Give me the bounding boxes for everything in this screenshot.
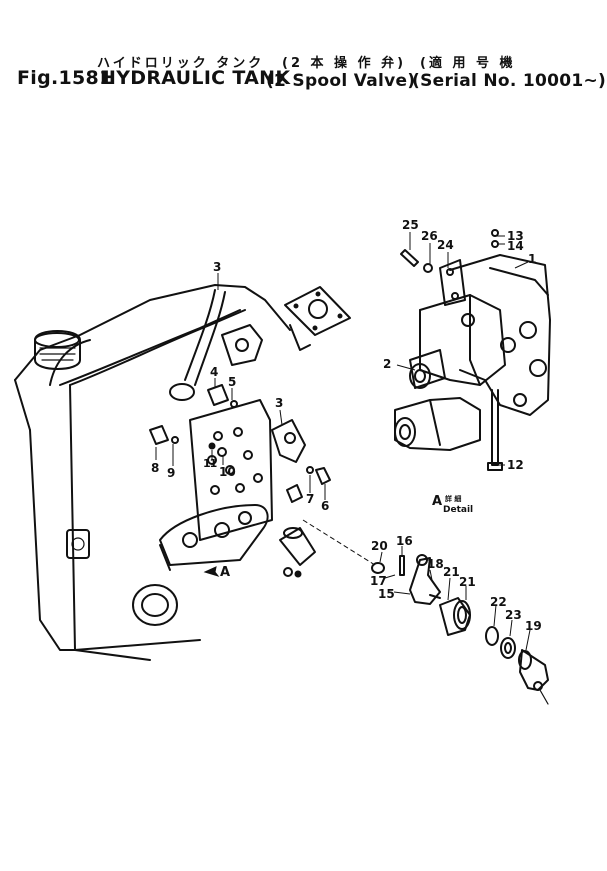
callout-11: 11 [203,457,217,470]
callout-15: 15 [378,587,395,601]
washer-5 [230,400,238,408]
callout-1: 1 [528,252,537,266]
suction-elbow [279,527,316,578]
callout-25: 25 [402,218,419,232]
callout-2: 2 [383,357,392,371]
gasket-7 [286,484,303,503]
callout-21-a: 21 [443,565,460,579]
callout-5: 5 [228,375,237,389]
control-valve-1 [394,229,551,471]
callout-6: 6 [321,499,330,513]
nipple-4 [207,384,229,406]
callout-leaders [155,232,531,651]
washer-10 [217,447,227,457]
detail-word: Detail [443,505,474,515]
cover-plate-3 [271,419,306,463]
return-pipe-3 [169,289,263,401]
callout-16: 16 [396,534,413,548]
callout-4: 4 [210,365,219,379]
callout-13: 13 [507,229,524,243]
callout-17: 17 [370,574,387,588]
title-japanese-variant: (2 本 操 作 弁) [282,56,407,71]
figure-number: Fig.1581 [17,67,113,89]
view-marker-a: A [220,565,231,580]
callout-22: 22 [490,595,507,609]
callout-10: 10 [219,465,236,479]
callout-20: 20 [371,539,388,553]
callout-9: 9 [167,466,176,480]
callout-3-cover: 3 [275,396,284,410]
callout-26: 26 [421,229,438,243]
callout-7: 7 [306,492,315,506]
callout-12: 12 [507,458,524,472]
callout-24: 24 [437,238,454,252]
callout-14: 14 [507,239,524,253]
bolt-6 [315,467,331,485]
serial-range: (Serial No. 10001~) [412,71,607,91]
callout-19: 19 [525,619,542,633]
title-japanese-part-name: ハイドロリック タンク [97,56,265,71]
callout-23: 23 [505,608,522,622]
callout-21-b: 21 [459,575,476,589]
bolt-11 [208,442,216,450]
plug-8 [149,425,169,445]
detail-letter: A [432,494,443,509]
washer-9 [171,436,179,444]
detail-japanese: 詳 細 [445,495,462,503]
callout-18: 18 [427,557,444,571]
assembly-leader-20 [302,519,376,566]
linkage-assembly [371,554,549,705]
part-name: HYDRAULIC TANK [100,67,291,89]
washer-7 [306,466,314,474]
callout-8: 8 [151,461,160,475]
hydraulic-tank [14,284,351,661]
title-japanese-serial: (適 用 号 機 [420,56,516,71]
callout-3-pipe: 3 [213,260,222,274]
variant-label: (2 Spool Valve) [266,71,416,91]
